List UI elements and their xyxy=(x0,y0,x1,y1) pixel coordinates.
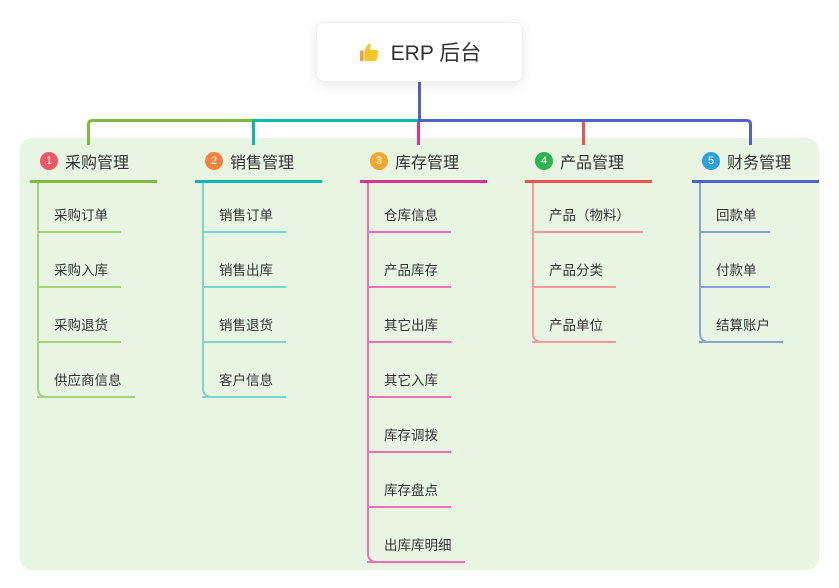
child-node[interactable]: 其它出库 xyxy=(367,314,451,343)
child-node[interactable]: 采购入库 xyxy=(37,259,121,288)
child-row: 库存盘点 xyxy=(367,453,487,508)
child-node[interactable]: 销售退货 xyxy=(202,314,286,343)
child-row: 其它入库 xyxy=(367,343,487,398)
child-row: 采购订单 xyxy=(37,183,157,233)
branch-node[interactable]: 1 采购管理 xyxy=(30,146,157,183)
branch: 5 财务管理 回款单 付款单 结算账户 xyxy=(692,146,819,343)
branch-node[interactable]: 3 库存管理 xyxy=(360,146,487,183)
child-row: 库存调拨 xyxy=(367,398,487,453)
branch-children: 采购订单 采购入库 采购退货 供应商信息 xyxy=(37,183,157,398)
child-row: 客户信息 xyxy=(202,343,322,398)
branch-label: 产品管理 xyxy=(560,155,625,172)
branch-number-badge: 1 xyxy=(40,152,58,170)
branch-number-badge: 2 xyxy=(205,152,223,170)
child-node[interactable]: 结算账户 xyxy=(699,314,783,343)
child-row: 采购退货 xyxy=(37,288,157,343)
child-node[interactable]: 采购订单 xyxy=(37,204,121,233)
thumbs-up-icon xyxy=(359,43,378,61)
branch-number-badge: 4 xyxy=(535,152,553,170)
child-row: 其它出库 xyxy=(367,288,487,343)
child-row: 销售订单 xyxy=(202,183,322,233)
branch-label: 采购管理 xyxy=(65,155,130,172)
child-node[interactable]: 采购退货 xyxy=(37,314,121,343)
branch-number-badge: 3 xyxy=(370,152,388,170)
child-node[interactable]: 库存调拨 xyxy=(367,424,451,453)
branch: 4 产品管理 产品（物料） 产品分类 产品单位 xyxy=(525,146,652,343)
child-node[interactable]: 其它入库 xyxy=(367,369,451,398)
child-node[interactable]: 出库库明细 xyxy=(367,534,465,563)
child-row: 供应商信息 xyxy=(37,343,157,398)
child-row: 出库库明细 xyxy=(367,508,487,563)
child-row: 仓库信息 xyxy=(367,183,487,233)
branch-label: 财务管理 xyxy=(727,155,792,172)
child-node[interactable]: 销售订单 xyxy=(202,204,286,233)
child-row: 付款单 xyxy=(699,233,819,288)
child-row: 产品库存 xyxy=(367,233,487,288)
child-node[interactable]: 供应商信息 xyxy=(37,369,135,398)
branch: 3 库存管理 仓库信息 产品库存 其它出库 其它入库 库存调拨 库存盘点 出库库… xyxy=(360,146,487,563)
root-node-label: ERP 后台 xyxy=(390,42,482,65)
child-node[interactable]: 库存盘点 xyxy=(367,479,451,508)
branch-label: 库存管理 xyxy=(395,155,460,172)
child-node[interactable]: 产品分类 xyxy=(532,259,616,288)
child-row: 销售退货 xyxy=(202,288,322,343)
child-node[interactable]: 付款单 xyxy=(699,259,770,288)
branch-children: 销售订单 销售出库 销售退货 客户信息 xyxy=(202,183,322,398)
branch-node[interactable]: 2 销售管理 xyxy=(195,146,322,183)
branch-node[interactable]: 5 财务管理 xyxy=(692,146,819,183)
root-node[interactable]: ERP 后台 xyxy=(316,22,523,82)
branch-children: 回款单 付款单 结算账户 xyxy=(699,183,819,343)
child-node[interactable]: 回款单 xyxy=(699,204,770,233)
child-row: 产品（物料） xyxy=(532,183,652,233)
child-row: 结算账户 xyxy=(699,288,819,343)
child-node[interactable]: 产品库存 xyxy=(367,259,451,288)
child-node[interactable]: 产品（物料） xyxy=(532,204,643,233)
child-row: 产品分类 xyxy=(532,233,652,288)
child-node[interactable]: 仓库信息 xyxy=(367,204,451,233)
branch-number-badge: 5 xyxy=(702,152,720,170)
child-row: 采购入库 xyxy=(37,233,157,288)
child-node[interactable]: 产品单位 xyxy=(532,314,616,343)
child-row: 产品单位 xyxy=(532,288,652,343)
branch: 2 销售管理 销售订单 销售出库 销售退货 客户信息 xyxy=(195,146,322,398)
branch-children: 产品（物料） 产品分类 产品单位 xyxy=(532,183,652,343)
branch-label: 销售管理 xyxy=(230,155,295,172)
branch-children: 仓库信息 产品库存 其它出库 其它入库 库存调拨 库存盘点 出库库明细 xyxy=(367,183,487,563)
child-row: 销售出库 xyxy=(202,233,322,288)
child-node[interactable]: 销售出库 xyxy=(202,259,286,288)
child-node[interactable]: 客户信息 xyxy=(202,369,286,398)
child-row: 回款单 xyxy=(699,183,819,233)
branch: 1 采购管理 采购订单 采购入库 采购退货 供应商信息 xyxy=(30,146,157,398)
branch-node[interactable]: 4 产品管理 xyxy=(525,146,652,183)
branches-panel xyxy=(20,138,819,570)
